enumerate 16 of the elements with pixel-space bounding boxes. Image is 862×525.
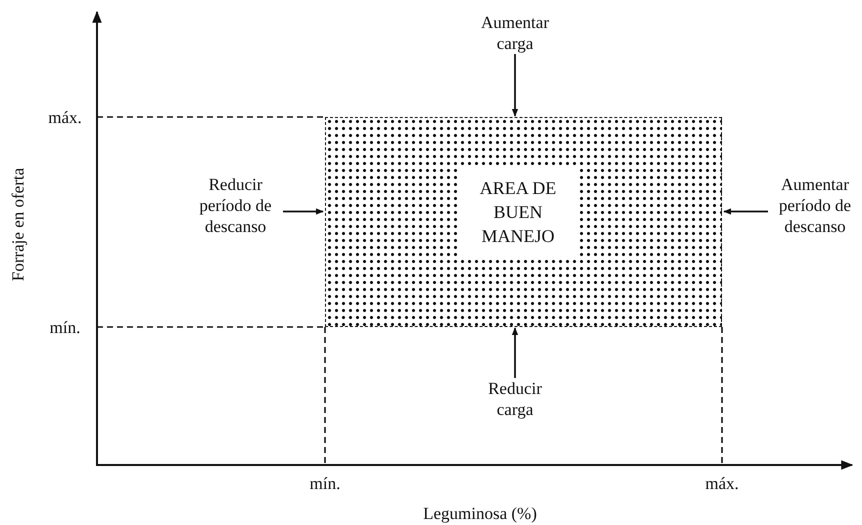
- tick-label: mín.: [48, 317, 82, 338]
- action-label: Reducir período de descanso: [188, 174, 283, 237]
- action-label: Reducir carga: [470, 378, 560, 420]
- area-label: AREA DE BUEN MANEJO: [458, 168, 578, 256]
- arrow: [723, 208, 768, 215]
- tick-label: máx.: [704, 473, 740, 494]
- action-label: Aumentar período de descanso: [768, 174, 862, 237]
- action-label: Aumentar carga: [470, 12, 560, 54]
- axis-title: Leguminosa (%): [422, 503, 538, 524]
- tick-label: mín.: [308, 473, 342, 494]
- axis-title: Forraje en oferta: [8, 166, 28, 284]
- dotted-area: [325, 117, 722, 327]
- arrow: [283, 208, 324, 215]
- arrow: [512, 327, 518, 378]
- tick-label: máx.: [47, 107, 83, 128]
- arrow: [512, 54, 518, 117]
